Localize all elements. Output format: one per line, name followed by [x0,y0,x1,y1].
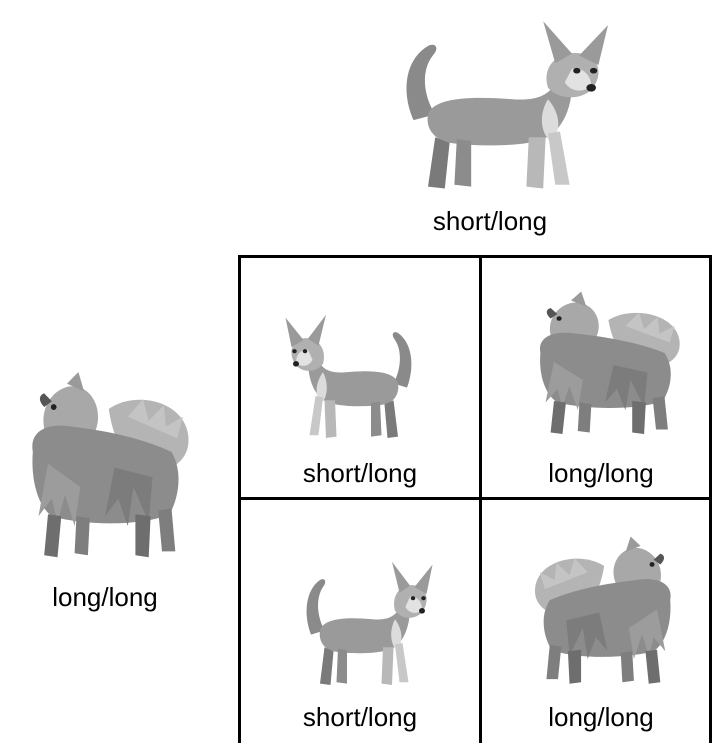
offspring-dog-icon [525,535,690,690]
offspring-label: long/long [548,458,654,488]
offspring-label: long/long [548,702,654,732]
offspring-dog-icon [520,290,690,440]
offspring-dog-icon [278,305,428,445]
offspring-label: short/long [302,458,418,488]
parent-left-label: long/long [52,582,158,612]
parent-top-label: short/long [432,206,548,236]
offspring-label: short/long [302,702,418,732]
punnett-divider-horizontal [238,497,712,500]
parent-top-dog-icon [380,8,620,198]
offspring-dog-icon [290,552,440,692]
parent-left-dog-icon [10,370,200,565]
